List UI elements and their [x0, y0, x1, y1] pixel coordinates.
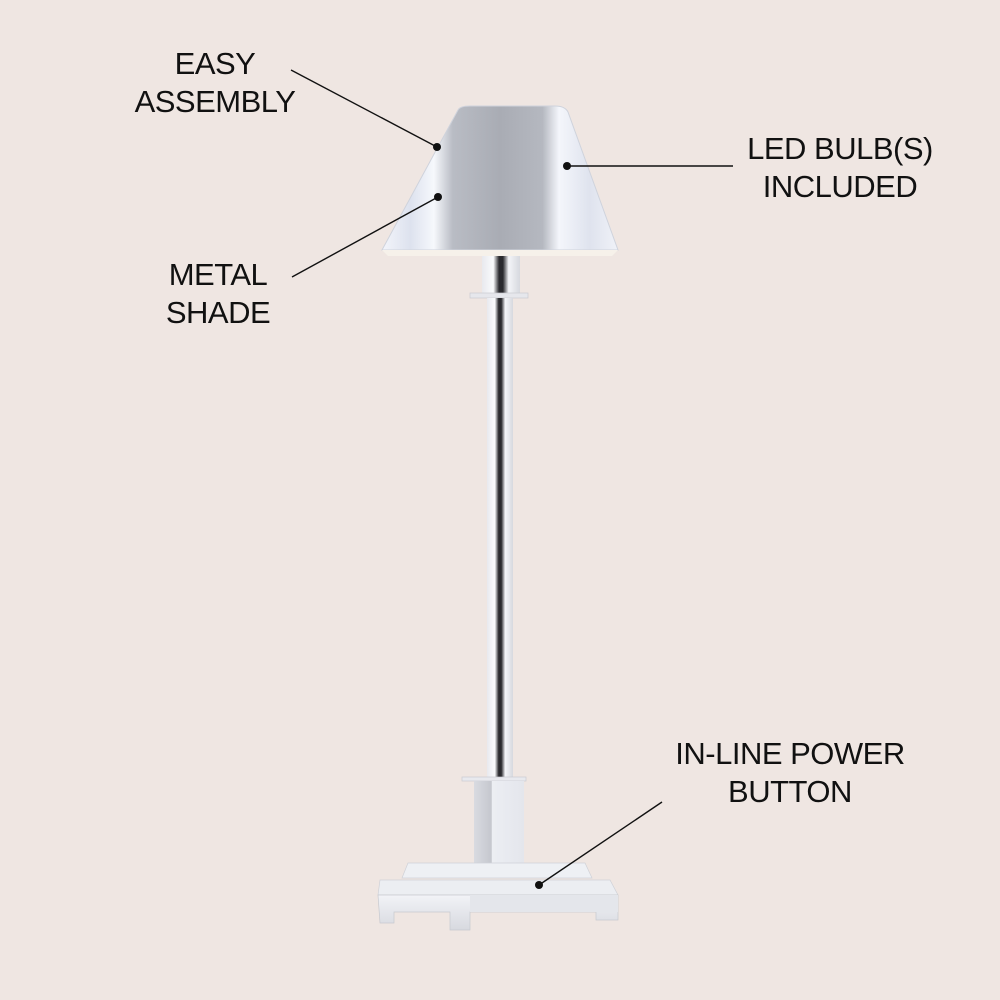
callout-line: SHADE: [165, 295, 271, 330]
callout-metal-shade: METAL SHADE: [138, 256, 298, 332]
leader-lines: [290, 69, 733, 889]
lamp-base-plate: [377, 862, 619, 931]
callout-easy-assembly: EASY ASSEMBLY: [120, 45, 310, 121]
lamp-socket: [469, 256, 529, 299]
callout-line: METAL: [168, 257, 268, 292]
callout-led-bulbs: LED BULB(S) INCLUDED: [730, 130, 950, 206]
callout-line: IN-LINE POWER: [675, 736, 905, 771]
callout-line: ASSEMBLY: [134, 84, 296, 119]
callout-line: EASY: [174, 46, 256, 81]
callout-line: BUTTON: [728, 774, 852, 809]
callout-dot: [535, 881, 543, 889]
callout-line: LED BULB(S): [747, 131, 933, 166]
callout-dot: [563, 162, 571, 170]
lamp-pole: [487, 298, 513, 778]
callout-line: INCLUDED: [762, 169, 918, 204]
lamp-shade: [381, 105, 619, 256]
callout-dot: [433, 143, 441, 151]
callout-dot: [434, 193, 442, 201]
callout-power-button: IN-LINE POWER BUTTON: [660, 735, 920, 811]
lamp-base-column: [461, 776, 527, 877]
